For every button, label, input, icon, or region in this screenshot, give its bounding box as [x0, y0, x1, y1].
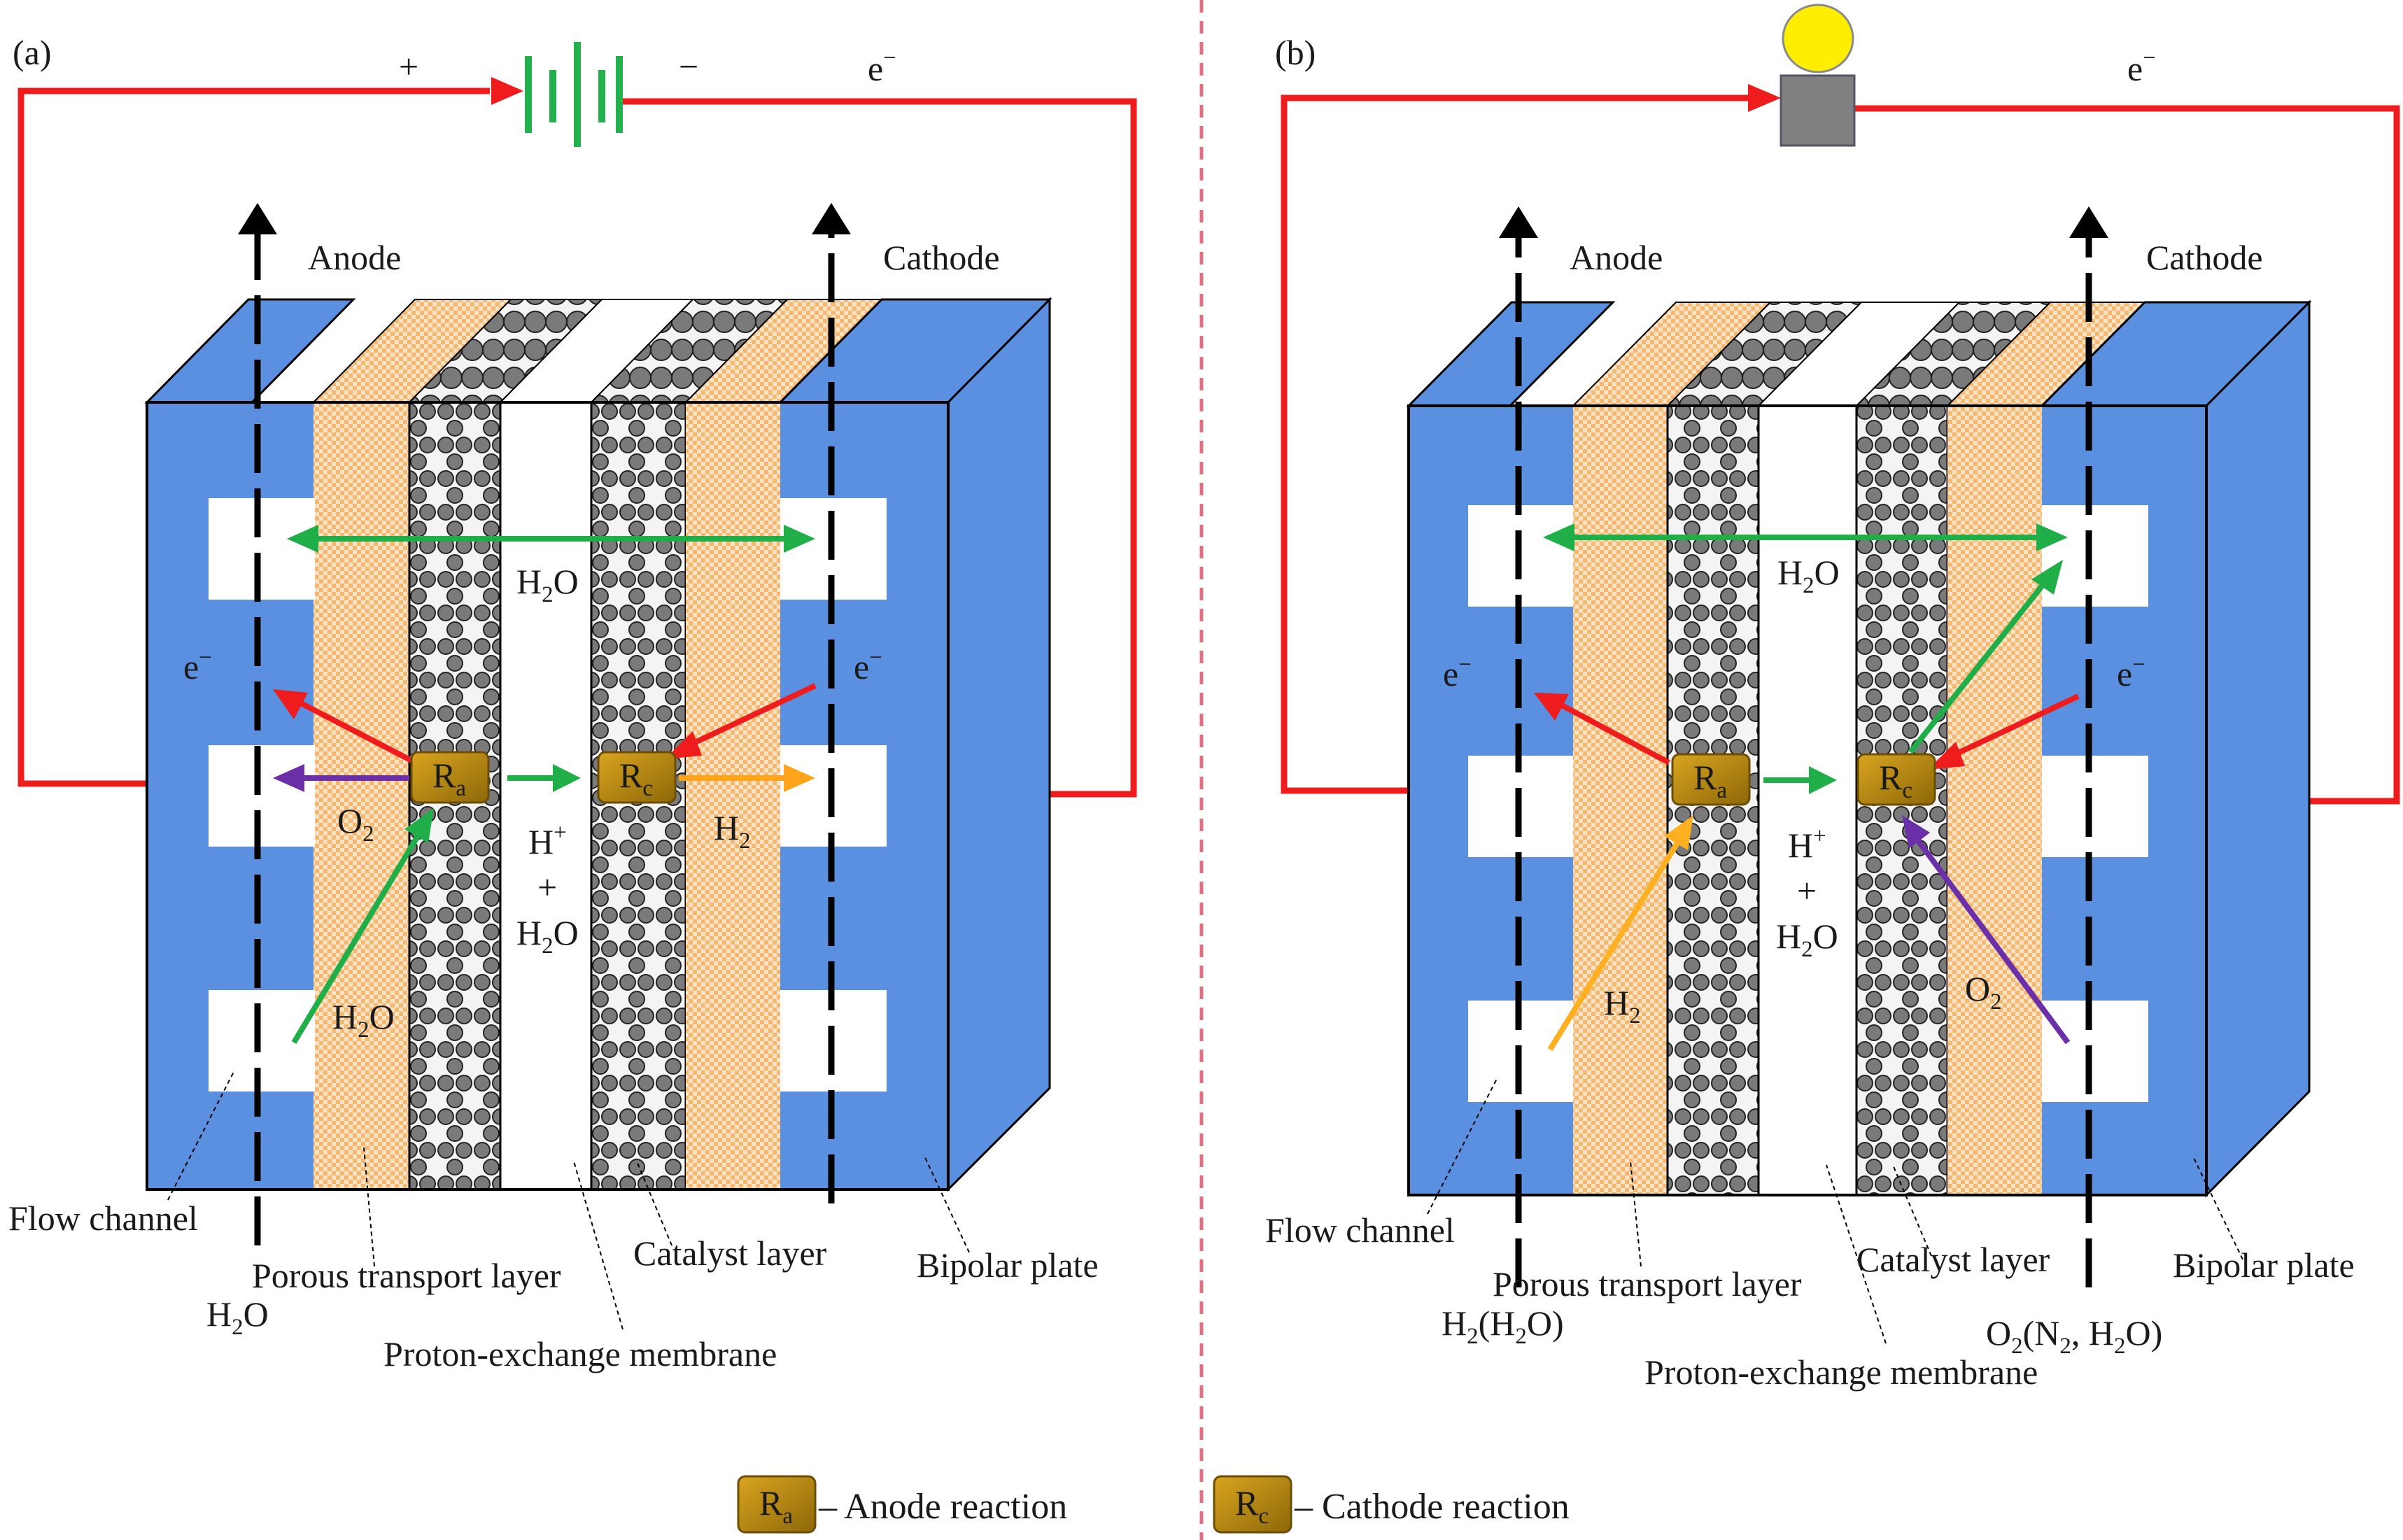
cathode-label-a: Cathode	[883, 238, 1000, 277]
water-label-membrane-b: H2O	[1777, 553, 1840, 598]
catalyst-layer-label-b: Catalyst layer	[1856, 1240, 2050, 1279]
panel-b: (b) e−	[1265, 3, 2400, 1392]
anode-inlet-label-b: H2(H2O)	[1442, 1304, 1564, 1349]
arrow-head-icon	[1499, 206, 1538, 238]
anode-label-b: Anode	[1570, 238, 1663, 277]
panel-b-tag: (b)	[1275, 33, 1316, 72]
battery-minus-label: −	[679, 47, 698, 86]
species-arrows-b	[1534, 523, 2080, 1052]
flow-lines-a	[238, 203, 851, 1245]
light-bulb-icon	[1780, 3, 1856, 147]
cathode-label-b: Cathode	[2146, 238, 2263, 277]
porous-transport-layer-label-b: Porous transport layer	[1493, 1264, 1802, 1304]
flow-channel-label-b: Flow channel	[1265, 1210, 1455, 1250]
cell-block-a	[144, 297, 1052, 1192]
legend-cathode-text: – Cathode reaction	[1294, 1487, 1570, 1527]
battery-plus-label: +	[399, 47, 418, 86]
hydrogen-label-a: H2	[714, 808, 751, 854]
legend-anode-reaction: Ra – Anode reaction	[737, 1475, 1067, 1534]
hydrogen-label-b: H2	[1604, 983, 1641, 1029]
anode-label-a: Anode	[308, 238, 401, 277]
catalyst-layer-label-a: Catalyst layer	[633, 1234, 827, 1273]
svg-text:Rc: Rc	[1235, 1483, 1269, 1529]
water-label-membrane-a: H2O	[516, 562, 579, 607]
flow-lines-b	[1499, 206, 2108, 1287]
electron-label-anode-b: e−	[1443, 652, 1472, 693]
legend-cathode-reaction: Rc – Cathode reaction	[1213, 1475, 1570, 1534]
panel-a: (a) + − e−	[8, 33, 1137, 1373]
oxygen-label-b: O2	[1965, 969, 2002, 1015]
arrow-head-icon	[238, 203, 277, 234]
cathode-reaction-box: Rc	[1856, 753, 1936, 806]
cell-block-b	[1406, 299, 2312, 1198]
plus-label-a: +	[537, 868, 557, 907]
porous-transport-layer-label-a: Porous transport layer	[252, 1256, 561, 1295]
battery-icon	[525, 42, 623, 147]
arrow-head-icon	[812, 203, 851, 234]
bipolar-plate-label-a: Bipolar plate	[917, 1245, 1099, 1285]
wire-left-a	[17, 87, 490, 787]
proton-label-a: H+	[528, 820, 567, 861]
water-label-proton-b: H2O	[1776, 917, 1838, 962]
electron-label-cathode-a: e−	[854, 645, 882, 686]
water-label-proton-a: H2O	[516, 913, 579, 959]
electron-label-top-a: e−	[868, 45, 896, 88]
electron-label-top-b: e−	[2127, 45, 2156, 88]
water-label-inlet-a: H2O	[332, 997, 395, 1043]
oxygen-label-a: O2	[337, 801, 374, 847]
cathode-inlet-label-b: O2(N2, H2O)	[1986, 1313, 2162, 1359]
bipolar-plate-label-b: Bipolar plate	[2173, 1245, 2355, 1285]
electron-label-anode-a: e−	[183, 645, 212, 686]
proton-label-b: H+	[1788, 824, 1826, 865]
inlet-label-a: H2O	[206, 1294, 269, 1340]
plus-label-b: +	[1797, 871, 1817, 910]
svg-text:Rc: Rc	[619, 756, 653, 801]
legend-anode-text: – Anode reaction	[818, 1487, 1067, 1527]
svg-text:Ra: Ra	[759, 1483, 793, 1529]
legend: Ra – Anode reaction Rc – Cathode reactio…	[737, 1475, 1570, 1534]
flow-channel-label-a: Flow channel	[8, 1199, 198, 1238]
leader-lines-b	[1427, 1077, 2243, 1344]
svg-text:Ra: Ra	[1693, 758, 1727, 803]
external-circuit-b: e−	[1281, 3, 2400, 817]
species-arrows-a	[273, 525, 817, 1045]
arrow-head-icon	[2069, 206, 2108, 238]
wire-right-a	[616, 98, 1137, 798]
pem-label-a: Proton-exchange membrane	[383, 1334, 777, 1373]
anode-reaction-box: Ra	[1671, 753, 1751, 806]
svg-text:Rc: Rc	[1879, 758, 1912, 803]
electron-label-cathode-b: e−	[2117, 652, 2145, 693]
leader-lines-a	[167, 1070, 970, 1330]
pem-label-b: Proton-exchange membrane	[1644, 1352, 2038, 1392]
svg-text:Ra: Ra	[432, 756, 466, 801]
external-circuit-a: + − e−	[17, 42, 1137, 810]
arrow-head-icon	[1748, 84, 1781, 112]
anode-reaction-box: Ra	[410, 751, 490, 804]
panel-a-tag: (a)	[13, 33, 52, 72]
arrow-head-icon	[491, 77, 523, 105]
cathode-reaction-box: Rc	[597, 751, 677, 804]
